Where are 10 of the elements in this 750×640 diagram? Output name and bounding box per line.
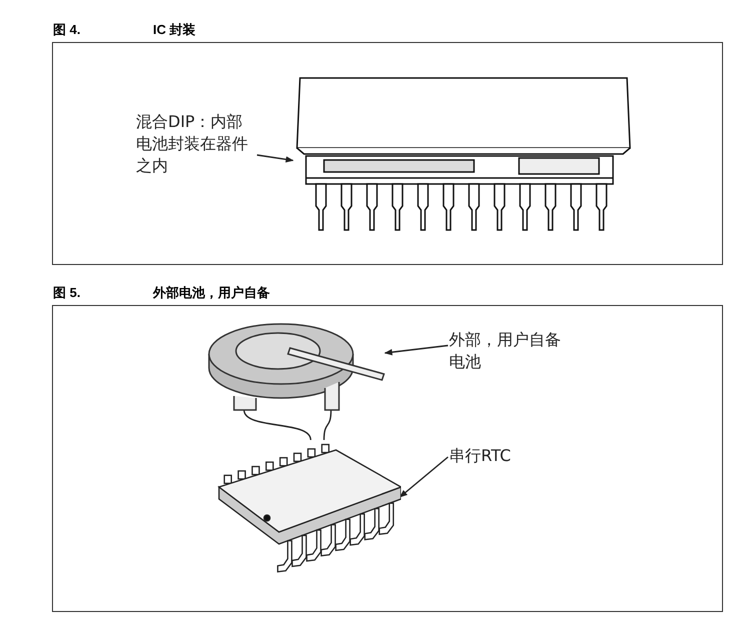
wire — [323, 410, 332, 440]
callout-text: 混合DIP：内部电池封装在器件之内 — [136, 111, 258, 201]
arrow — [256, 154, 294, 163]
figure-title: IC 封装 — [153, 21, 196, 39]
figure-number: 图 4. — [53, 21, 80, 39]
callout-text: 外部，用户自备电池 — [449, 329, 564, 379]
arrow — [384, 344, 448, 356]
callout-text: 串行RTC — [449, 445, 549, 471]
figure-number: 图 5. — [53, 284, 80, 302]
figure-title: 外部电池，用户自备 — [153, 284, 270, 302]
